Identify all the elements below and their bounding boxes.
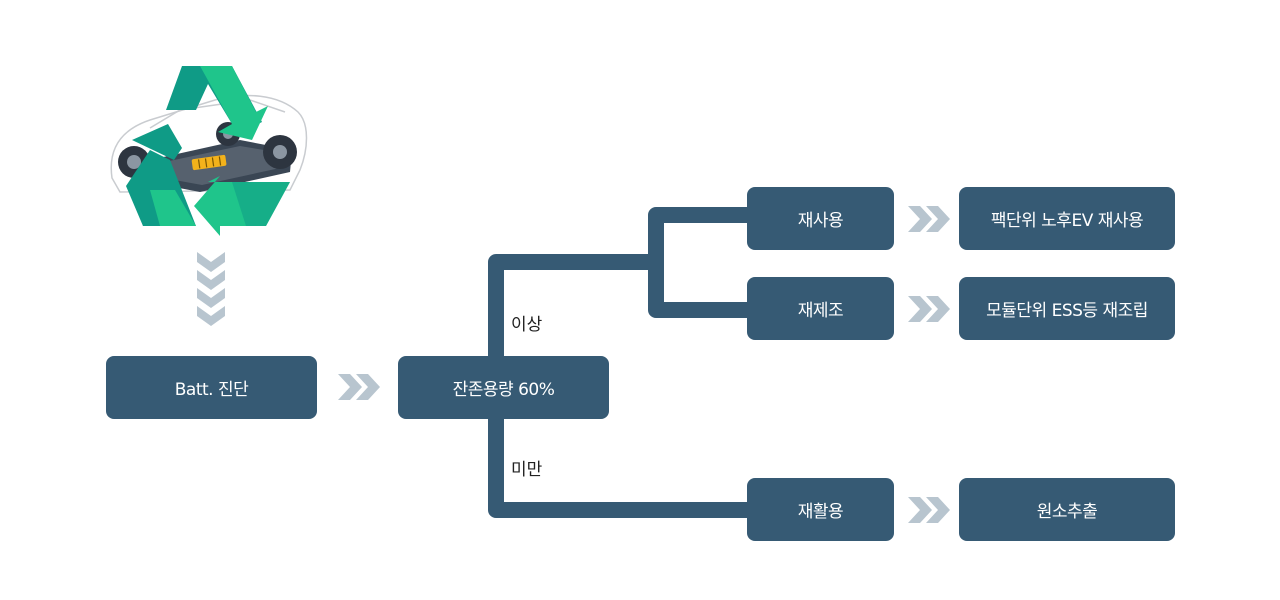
remanufacture-box: 재제조 bbox=[747, 277, 894, 340]
chevron-right-icon bbox=[908, 206, 950, 232]
recycle-box: 재활용 bbox=[747, 478, 894, 541]
connector-upper bbox=[488, 254, 664, 368]
battery-cells bbox=[191, 154, 227, 171]
reuse-box: 재사용 bbox=[747, 187, 894, 250]
remanufacture-result-box: 모듈단위 ESS등 재조립 bbox=[959, 277, 1175, 340]
connector-reuse bbox=[648, 207, 750, 318]
remaining-capacity-box: 잔존용량 60% bbox=[398, 356, 609, 419]
connector-lower bbox=[488, 418, 750, 518]
recycle-arrows bbox=[126, 66, 290, 236]
chevron-right-icon bbox=[908, 497, 950, 523]
chevron-right-icon bbox=[338, 374, 380, 400]
branch-label-below: 미만 bbox=[511, 460, 543, 480]
branch-label-above: 이상 bbox=[511, 315, 543, 335]
battery-diagnosis-box: Batt. 진단 bbox=[106, 356, 317, 419]
recycle-result-box: 원소추출 bbox=[959, 478, 1175, 541]
chevron-right-icon bbox=[908, 296, 950, 322]
reuse-result-box: 팩단위 노후EV 재사용 bbox=[959, 187, 1175, 250]
